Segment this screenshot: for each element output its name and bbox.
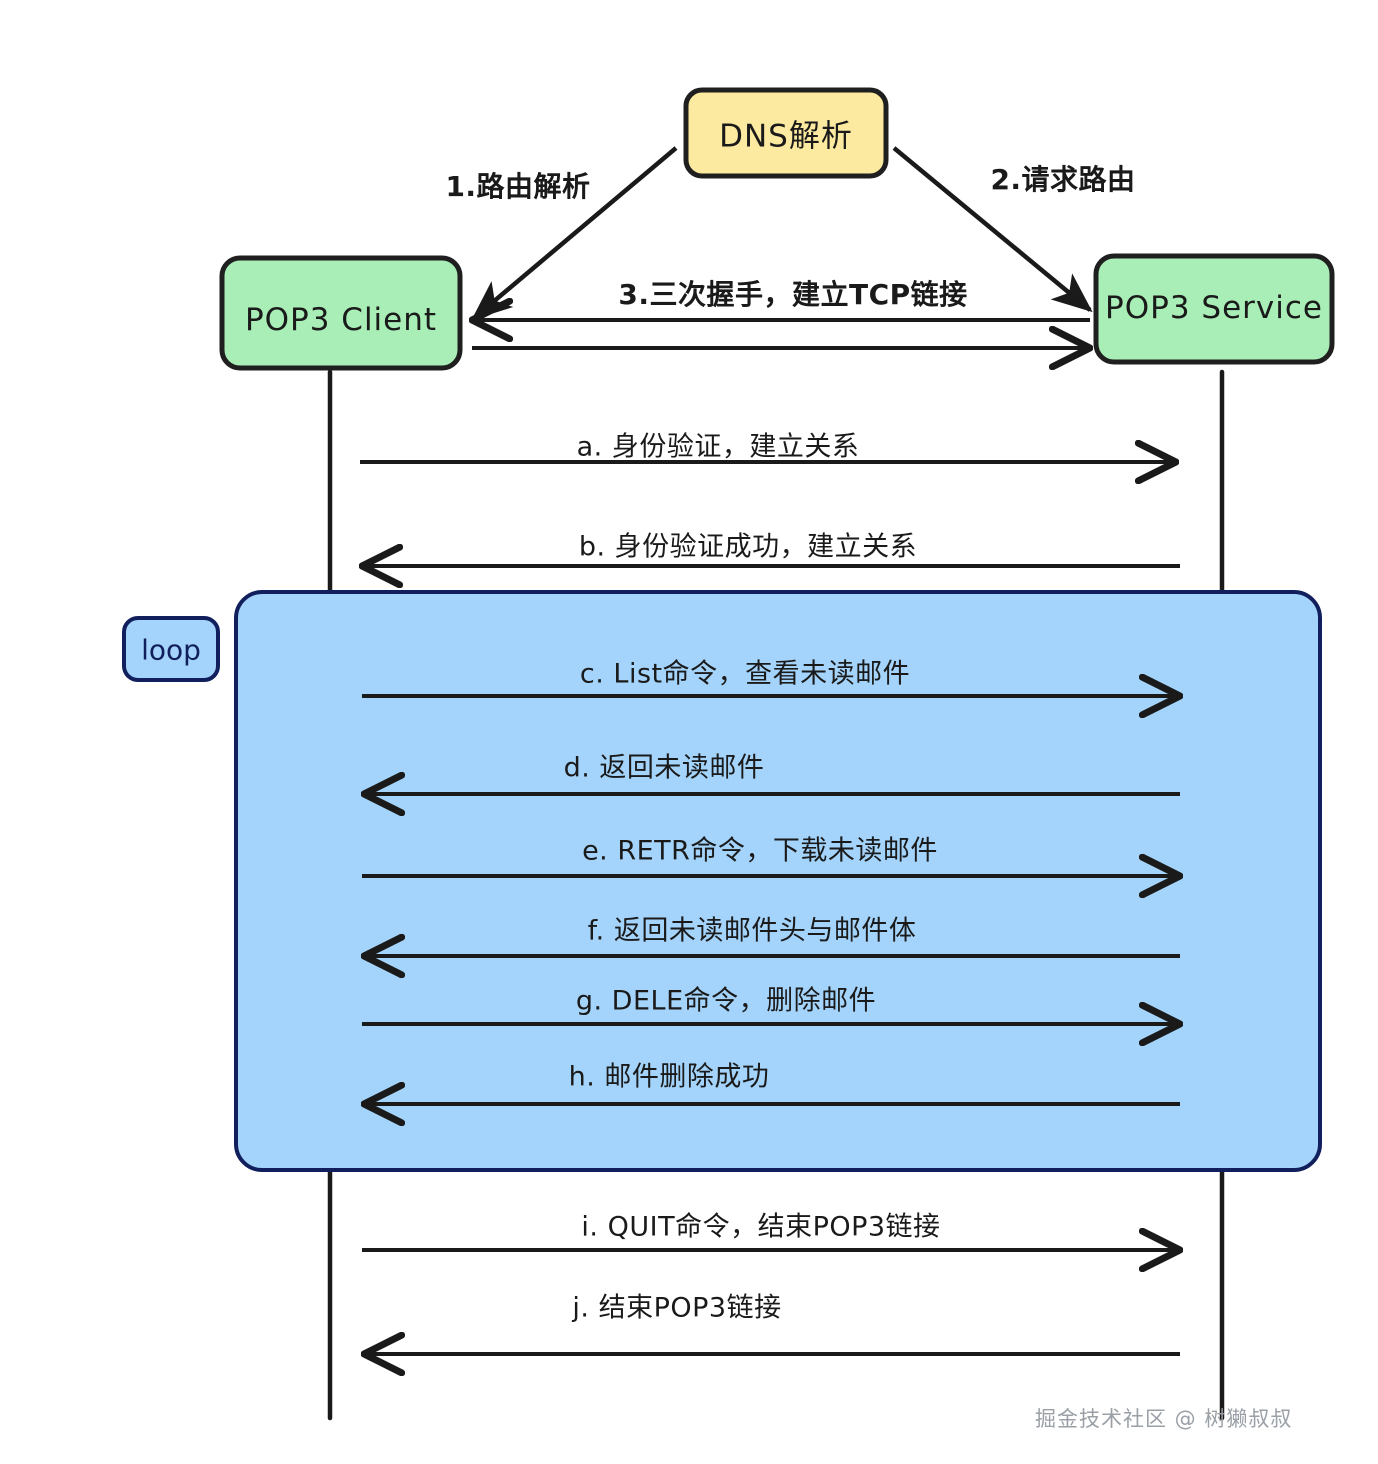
msg-label-j: j. 结束POP3链接	[572, 1292, 782, 1324]
node-client-label: POP3 Client	[244, 302, 438, 338]
node-service-label: POP3 Service	[1105, 290, 1323, 326]
msg-label-h: h. 邮件删除成功	[568, 1061, 770, 1093]
msg-label-a: a. 身份验证，建立关系	[576, 431, 860, 463]
msg-label-g: g. DELE命令，删除邮件	[575, 985, 877, 1017]
node-dns-box[interactable]	[683, 87, 889, 179]
node-dns-label: DNS解析	[719, 118, 853, 155]
node-service-box[interactable]	[1093, 253, 1335, 365]
loop-label: loop	[141, 633, 201, 667]
arrow-route-resolve	[471, 146, 678, 321]
msg-label-b: b. 身份验证成功，建立关系	[578, 531, 918, 563]
msg-label-f: f. 返回未读邮件头与邮件体	[587, 915, 917, 947]
msg-label-d: d. 返回未读邮件	[563, 752, 765, 784]
msg-label-c: c. List命令，查看未读邮件	[579, 658, 911, 690]
loop-tag-box	[122, 616, 220, 682]
watermark: 掘金技术社区 @ 树獭叔叔	[1035, 1407, 1293, 1431]
msg-label-2: 2.请求路由	[990, 163, 1136, 196]
arrow-request-route	[892, 146, 1093, 313]
msg-label-3: 3.三次握手，建立TCP链接	[618, 278, 968, 311]
msg-label-e: e. RETR命令，下载未读邮件	[582, 835, 938, 867]
msg-label-1: 1.路由解析	[445, 170, 591, 203]
node-client-box[interactable]	[219, 255, 463, 371]
msg-label-i: i. QUIT命令，结束POP3链接	[581, 1211, 941, 1243]
